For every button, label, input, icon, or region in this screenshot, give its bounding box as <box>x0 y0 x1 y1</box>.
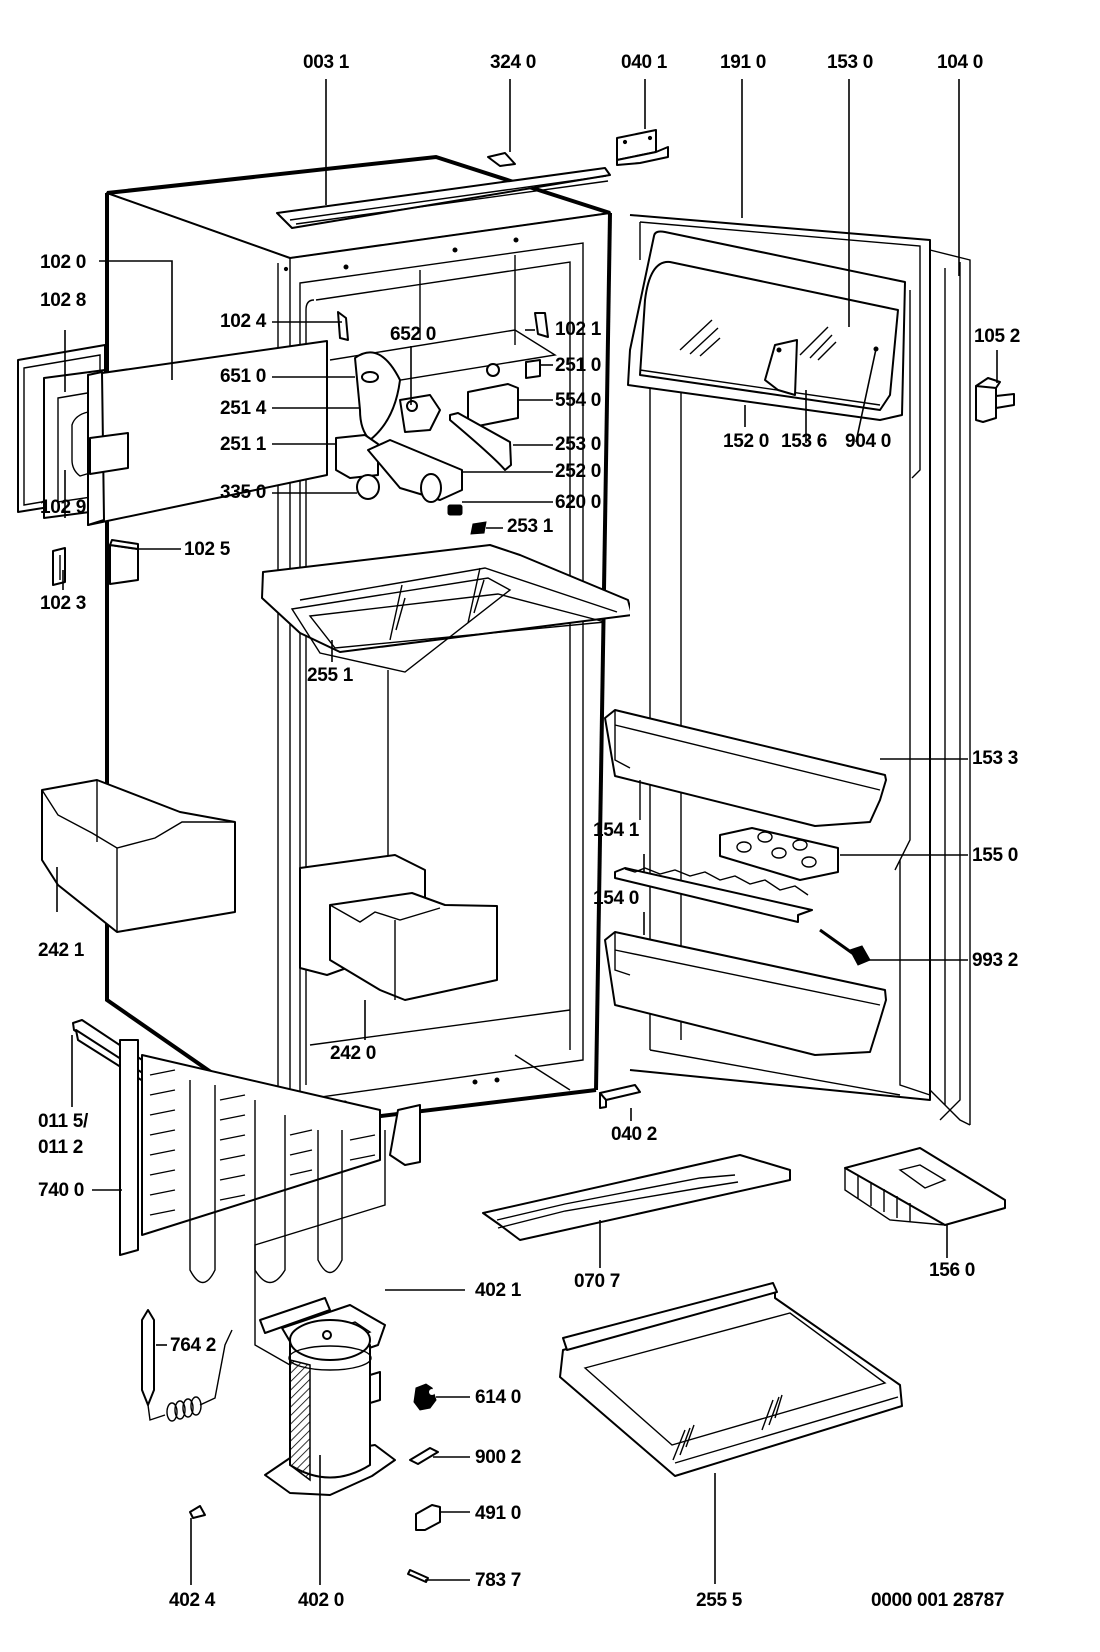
part-402-0-compressor[interactable] <box>264 1319 396 1496</box>
part-614-0-relay[interactable] <box>413 1383 437 1411</box>
part-102-1-clip[interactable] <box>534 312 549 338</box>
part-253-1-cap[interactable] <box>470 521 487 535</box>
part-152-0-dairy-compartment[interactable] <box>627 230 906 421</box>
label-402-0: 402 0 <box>297 1590 345 1611</box>
part-251-0-cover[interactable] <box>525 359 541 379</box>
label-040-1: 040 1 <box>620 52 668 73</box>
label-252-0: 252 0 <box>555 461 602 482</box>
part-255-5-glass-shelf[interactable] <box>559 1282 903 1477</box>
label-105-2: 105 2 <box>973 326 1021 347</box>
label-102-8: 102 8 <box>40 290 87 311</box>
drawing-number: 0000 001 28787 <box>871 1590 1005 1611</box>
label-620-0: 620 0 <box>555 492 602 513</box>
part-242-0-crisper-bin[interactable] <box>299 854 498 1001</box>
label-253-1: 253 1 <box>507 516 554 537</box>
label-153-0: 153 0 <box>826 52 874 73</box>
label-154-1: 154 1 <box>593 820 640 841</box>
part-003-1-top-trim[interactable] <box>276 167 611 229</box>
condenser-fins <box>149 1069 376 1216</box>
label-783-7: 783 7 <box>475 1570 522 1591</box>
part-554-0-switch[interactable] <box>467 363 519 427</box>
part-154-0-door-bin[interactable] <box>604 931 887 1056</box>
label-104-0: 104 0 <box>936 52 984 73</box>
part-154-1-bottle-guard[interactable] <box>614 867 813 923</box>
label-251-4: 251 4 <box>219 398 266 419</box>
label-153-3: 153 3 <box>972 748 1019 769</box>
label-242-1: 242 1 <box>38 940 85 961</box>
label-491-0: 491 0 <box>475 1503 522 1524</box>
label-102-9: 102 9 <box>40 497 87 518</box>
part-324-0-clip[interactable] <box>487 152 516 167</box>
label-040-2: 040 2 <box>610 1124 658 1145</box>
part-102-4-clip[interactable] <box>337 311 349 341</box>
part-620-0-buffer[interactable] <box>447 504 463 516</box>
part-155-0-egg-tray[interactable] <box>719 827 839 881</box>
part-242-1-crisper-bin[interactable] <box>41 779 236 933</box>
part-651-0-lamp-holder[interactable] <box>354 351 401 441</box>
part-253-0-handle[interactable] <box>449 412 512 471</box>
part-251-1-light-housing[interactable] <box>335 434 463 503</box>
part-740-0-condenser[interactable] <box>119 1039 421 1366</box>
label-614-0: 614 0 <box>475 1387 522 1408</box>
label-651-0: 651 0 <box>219 366 266 387</box>
label-251-1: 251 1 <box>219 434 266 455</box>
label-154-0: 154 0 <box>593 888 640 909</box>
label-764-2: 764 2 <box>170 1335 217 1356</box>
part-402-4-clip[interactable] <box>189 1505 206 1519</box>
leader-lines <box>56 79 998 1585</box>
label-102-0: 102 0 <box>40 252 87 273</box>
part-783-7-pin[interactable] <box>407 1569 429 1583</box>
part-102-5-corner[interactable] <box>109 539 139 585</box>
part-652-0-thermostat[interactable] <box>399 394 441 433</box>
label-102-5: 102 5 <box>184 539 231 560</box>
part-491-0-clip[interactable] <box>415 1504 441 1531</box>
label-153-6: 153 6 <box>780 431 828 452</box>
part-102-0-panel[interactable] <box>87 340 328 526</box>
part-040-2-bracket[interactable] <box>599 1084 641 1109</box>
part-764-2-dryer[interactable] <box>141 1309 233 1422</box>
part-156-0-ice-tray[interactable] <box>844 1147 1006 1226</box>
label-003-1: 003 1 <box>302 52 350 73</box>
label-156-0: 156 0 <box>928 1260 976 1281</box>
label-993-2: 993 2 <box>972 950 1019 971</box>
label-652-0: 652 0 <box>389 324 437 345</box>
label-242-0: 242 0 <box>329 1043 377 1064</box>
label-191-0: 191 0 <box>719 52 767 73</box>
part-102-3-hinge-pin[interactable] <box>52 547 66 586</box>
label-102-1: 102 1 <box>555 319 602 340</box>
label-402-1: 402 1 <box>475 1280 522 1301</box>
label-155-0: 155 0 <box>972 845 1019 866</box>
label-554-0: 554 0 <box>555 390 602 411</box>
door-gasket-191-0[interactable] <box>629 214 931 1101</box>
label-251-0: 251 0 <box>555 355 602 376</box>
label-070-7: 070 7 <box>573 1271 621 1292</box>
label-011-5: 011 5/ <box>38 1111 88 1132</box>
label-324-0: 324 0 <box>489 52 537 73</box>
part-255-1-glass-shelf[interactable] <box>261 544 633 673</box>
label-011-2: 011 2 <box>38 1137 83 1158</box>
label-255-1: 255 1 <box>306 665 354 686</box>
label-255-5: 255 5 <box>695 1590 743 1611</box>
label-102-4: 102 4 <box>219 311 266 332</box>
part-153-3-door-bin[interactable] <box>604 709 887 827</box>
part-900-2-connector[interactable] <box>409 1447 439 1465</box>
door-104-0[interactable] <box>649 249 971 1126</box>
part-105-2-hinge[interactable] <box>975 377 1015 423</box>
part-040-1-bracket[interactable] <box>616 129 669 166</box>
label-253-0: 253 0 <box>555 434 602 455</box>
part-335-0-knob[interactable] <box>356 474 380 500</box>
label-335-0: 335 0 <box>219 482 266 503</box>
part-070-7-strip[interactable] <box>482 1154 791 1241</box>
label-402-4: 402 4 <box>168 1590 216 1611</box>
part-153-6-divider[interactable] <box>764 339 798 396</box>
label-152-0: 152 0 <box>722 431 770 452</box>
label-904-0: 904 0 <box>844 431 892 452</box>
label-740-0: 740 0 <box>38 1180 85 1201</box>
label-102-3: 102 3 <box>40 593 87 614</box>
label-900-2: 900 2 <box>475 1447 522 1468</box>
